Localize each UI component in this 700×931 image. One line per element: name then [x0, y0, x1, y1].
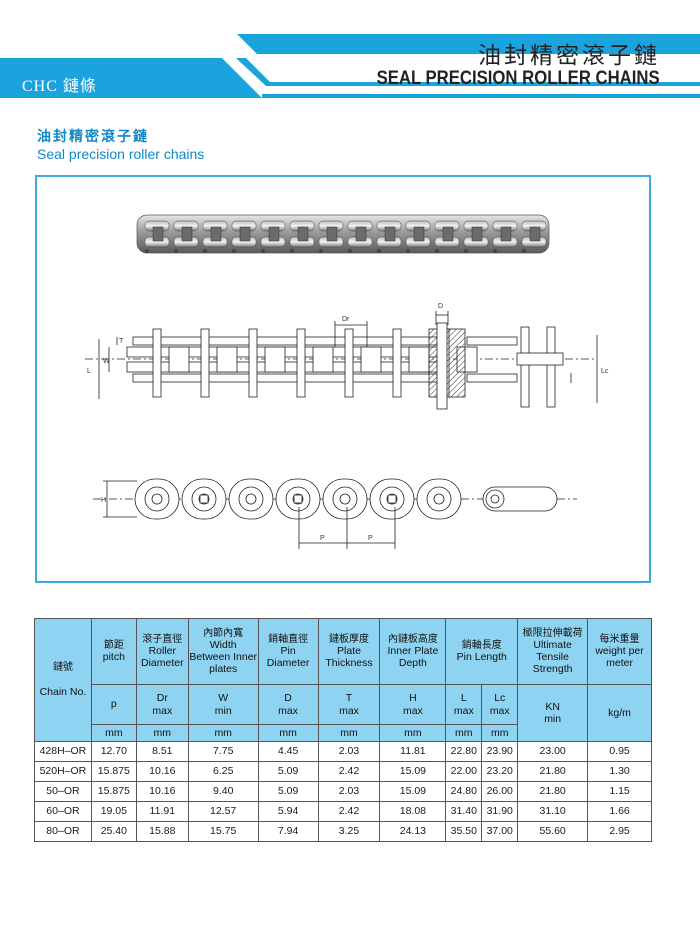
technical-drawing-frame: Dr D T W L Lc H P P	[35, 175, 651, 583]
label-w: W	[103, 358, 110, 365]
chain-photo	[136, 214, 550, 254]
label-dr: Dr	[342, 316, 350, 323]
unit-pin: mm	[257, 724, 319, 742]
label-l: L	[87, 368, 91, 375]
photo-link	[434, 220, 460, 253]
photo-link	[202, 220, 228, 253]
side-view-link	[416, 478, 462, 520]
col-chain-header: 鏈號 Chain No.	[34, 618, 92, 742]
side-view-link	[181, 478, 227, 520]
section-title-cn: 油封精密滾子鏈	[37, 129, 149, 145]
chain-side-view	[93, 478, 577, 549]
side-view-link	[322, 478, 368, 520]
side-view-link	[134, 478, 180, 520]
top-view-pin	[200, 328, 238, 398]
header-title-cn: 油封精密滾子鏈	[478, 43, 660, 69]
label-p1: P	[320, 535, 325, 542]
photo-link	[463, 220, 489, 253]
label-h: H	[101, 497, 106, 504]
section-title-en: Seal precision roller chains	[37, 146, 205, 162]
sym-weight: kg/m	[587, 684, 652, 742]
unit-roller: mm	[135, 724, 189, 742]
unit-depth: mm	[379, 724, 447, 742]
side-view-link	[275, 478, 321, 520]
label-p2: P	[368, 535, 373, 542]
chain-top-view	[85, 311, 598, 410]
unit-length-l: mm	[445, 724, 483, 742]
unit-pitch: mm	[90, 724, 137, 742]
photo-link	[405, 220, 431, 253]
top-view-pin	[392, 328, 430, 398]
chain-drawings: Dr D T W L Lc H P P	[85, 214, 609, 549]
top-view-pin	[344, 328, 382, 398]
side-view-link	[228, 478, 274, 520]
header-brand: CHC 鏈條	[22, 78, 97, 95]
unit-plate: mm	[317, 724, 381, 742]
photo-link	[492, 220, 518, 253]
photo-link	[318, 220, 344, 253]
sym-pitch: p	[90, 684, 137, 725]
top-view-pin	[248, 328, 286, 398]
photo-link	[231, 220, 257, 253]
unit-length-lc: mm	[481, 724, 519, 742]
photo-link	[521, 220, 547, 253]
top-view-pin	[152, 328, 190, 398]
header-banner-shape	[0, 34, 700, 98]
label-d: D	[438, 303, 443, 310]
top-view-pin	[296, 328, 334, 398]
photo-link	[173, 220, 199, 253]
photo-link	[144, 220, 170, 253]
unit-width: mm	[187, 724, 259, 742]
photo-link	[260, 220, 286, 253]
label-t: T	[119, 338, 124, 345]
photo-link	[289, 220, 315, 253]
side-view-link	[369, 478, 415, 520]
page-header: 油封精密滾子鏈 SEAL PRECISION ROLLER CHAINS CHC…	[0, 0, 700, 104]
header-title-en: SEAL PRECISION ROLLER CHAINS	[376, 68, 660, 89]
photo-link	[376, 220, 402, 253]
photo-link	[347, 220, 373, 253]
label-lc: Lc	[601, 368, 609, 375]
